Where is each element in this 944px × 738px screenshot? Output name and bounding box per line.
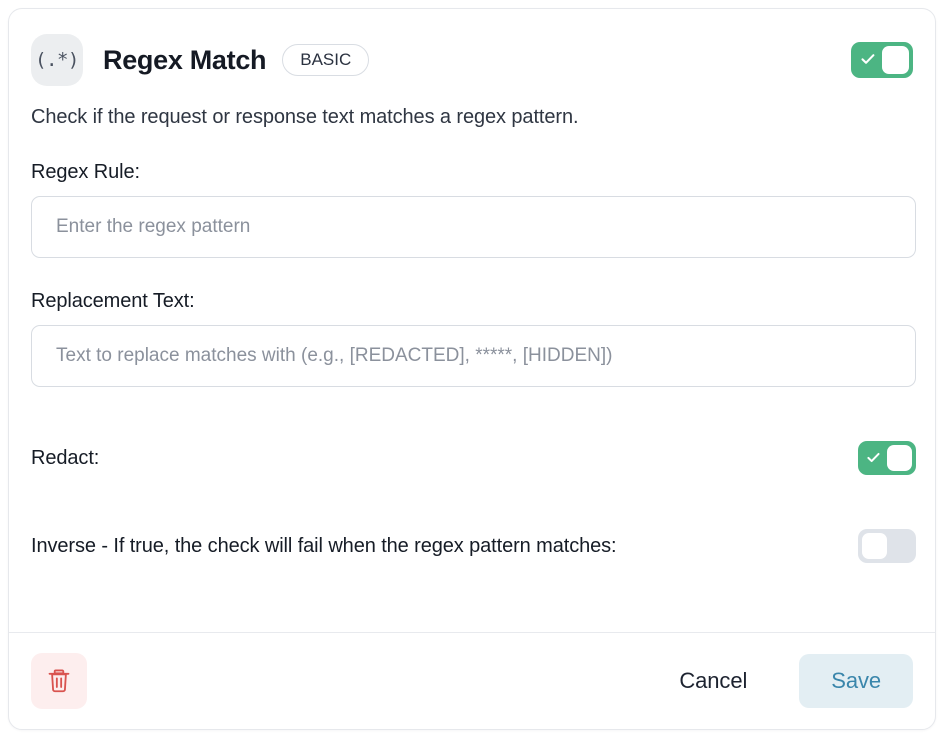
checkmark-icon xyxy=(867,452,880,463)
page-title: Regex Match xyxy=(103,44,267,75)
replacement-text-field: Replacement Text: xyxy=(31,290,916,387)
toggle-knob xyxy=(887,445,912,471)
inverse-toggle[interactable] xyxy=(858,529,916,563)
toggle-knob xyxy=(882,46,909,74)
replacement-text-input[interactable] xyxy=(31,325,916,387)
regex-rule-input[interactable] xyxy=(31,196,916,258)
regex-icon-glyph: (.*) xyxy=(35,49,79,71)
check-description: Check if the request or response text ma… xyxy=(31,106,579,128)
toggle-knob xyxy=(862,533,887,559)
regex-rule-label: Regex Rule: xyxy=(31,161,140,183)
delete-button[interactable] xyxy=(31,653,87,709)
card-body: (.*) Regex Match BASIC Check if the requ… xyxy=(9,9,935,632)
status-badge: BASIC xyxy=(282,44,370,76)
trash-icon xyxy=(48,669,70,693)
card-footer: Cancel Save xyxy=(9,633,935,729)
save-button[interactable]: Save xyxy=(799,654,913,708)
replacement-text-label: Replacement Text: xyxy=(31,290,195,312)
redact-row: Redact: xyxy=(31,441,916,475)
inverse-label: Inverse - If true, the check will fail w… xyxy=(31,534,617,557)
checkmark-icon xyxy=(861,54,875,64)
regex-icon: (.*) xyxy=(31,34,83,86)
redact-label: Redact: xyxy=(31,446,100,469)
footer-divider xyxy=(9,632,935,633)
redact-toggle[interactable] xyxy=(858,441,916,475)
inverse-row: Inverse - If true, the check will fail w… xyxy=(31,529,916,563)
check-config-card: (.*) Regex Match BASIC Check if the requ… xyxy=(8,8,936,730)
regex-rule-field: Regex Rule: xyxy=(31,161,916,258)
cancel-button[interactable]: Cancel xyxy=(665,658,761,704)
enable-check-toggle[interactable] xyxy=(851,42,913,78)
card-header: (.*) Regex Match BASIC xyxy=(31,31,913,89)
